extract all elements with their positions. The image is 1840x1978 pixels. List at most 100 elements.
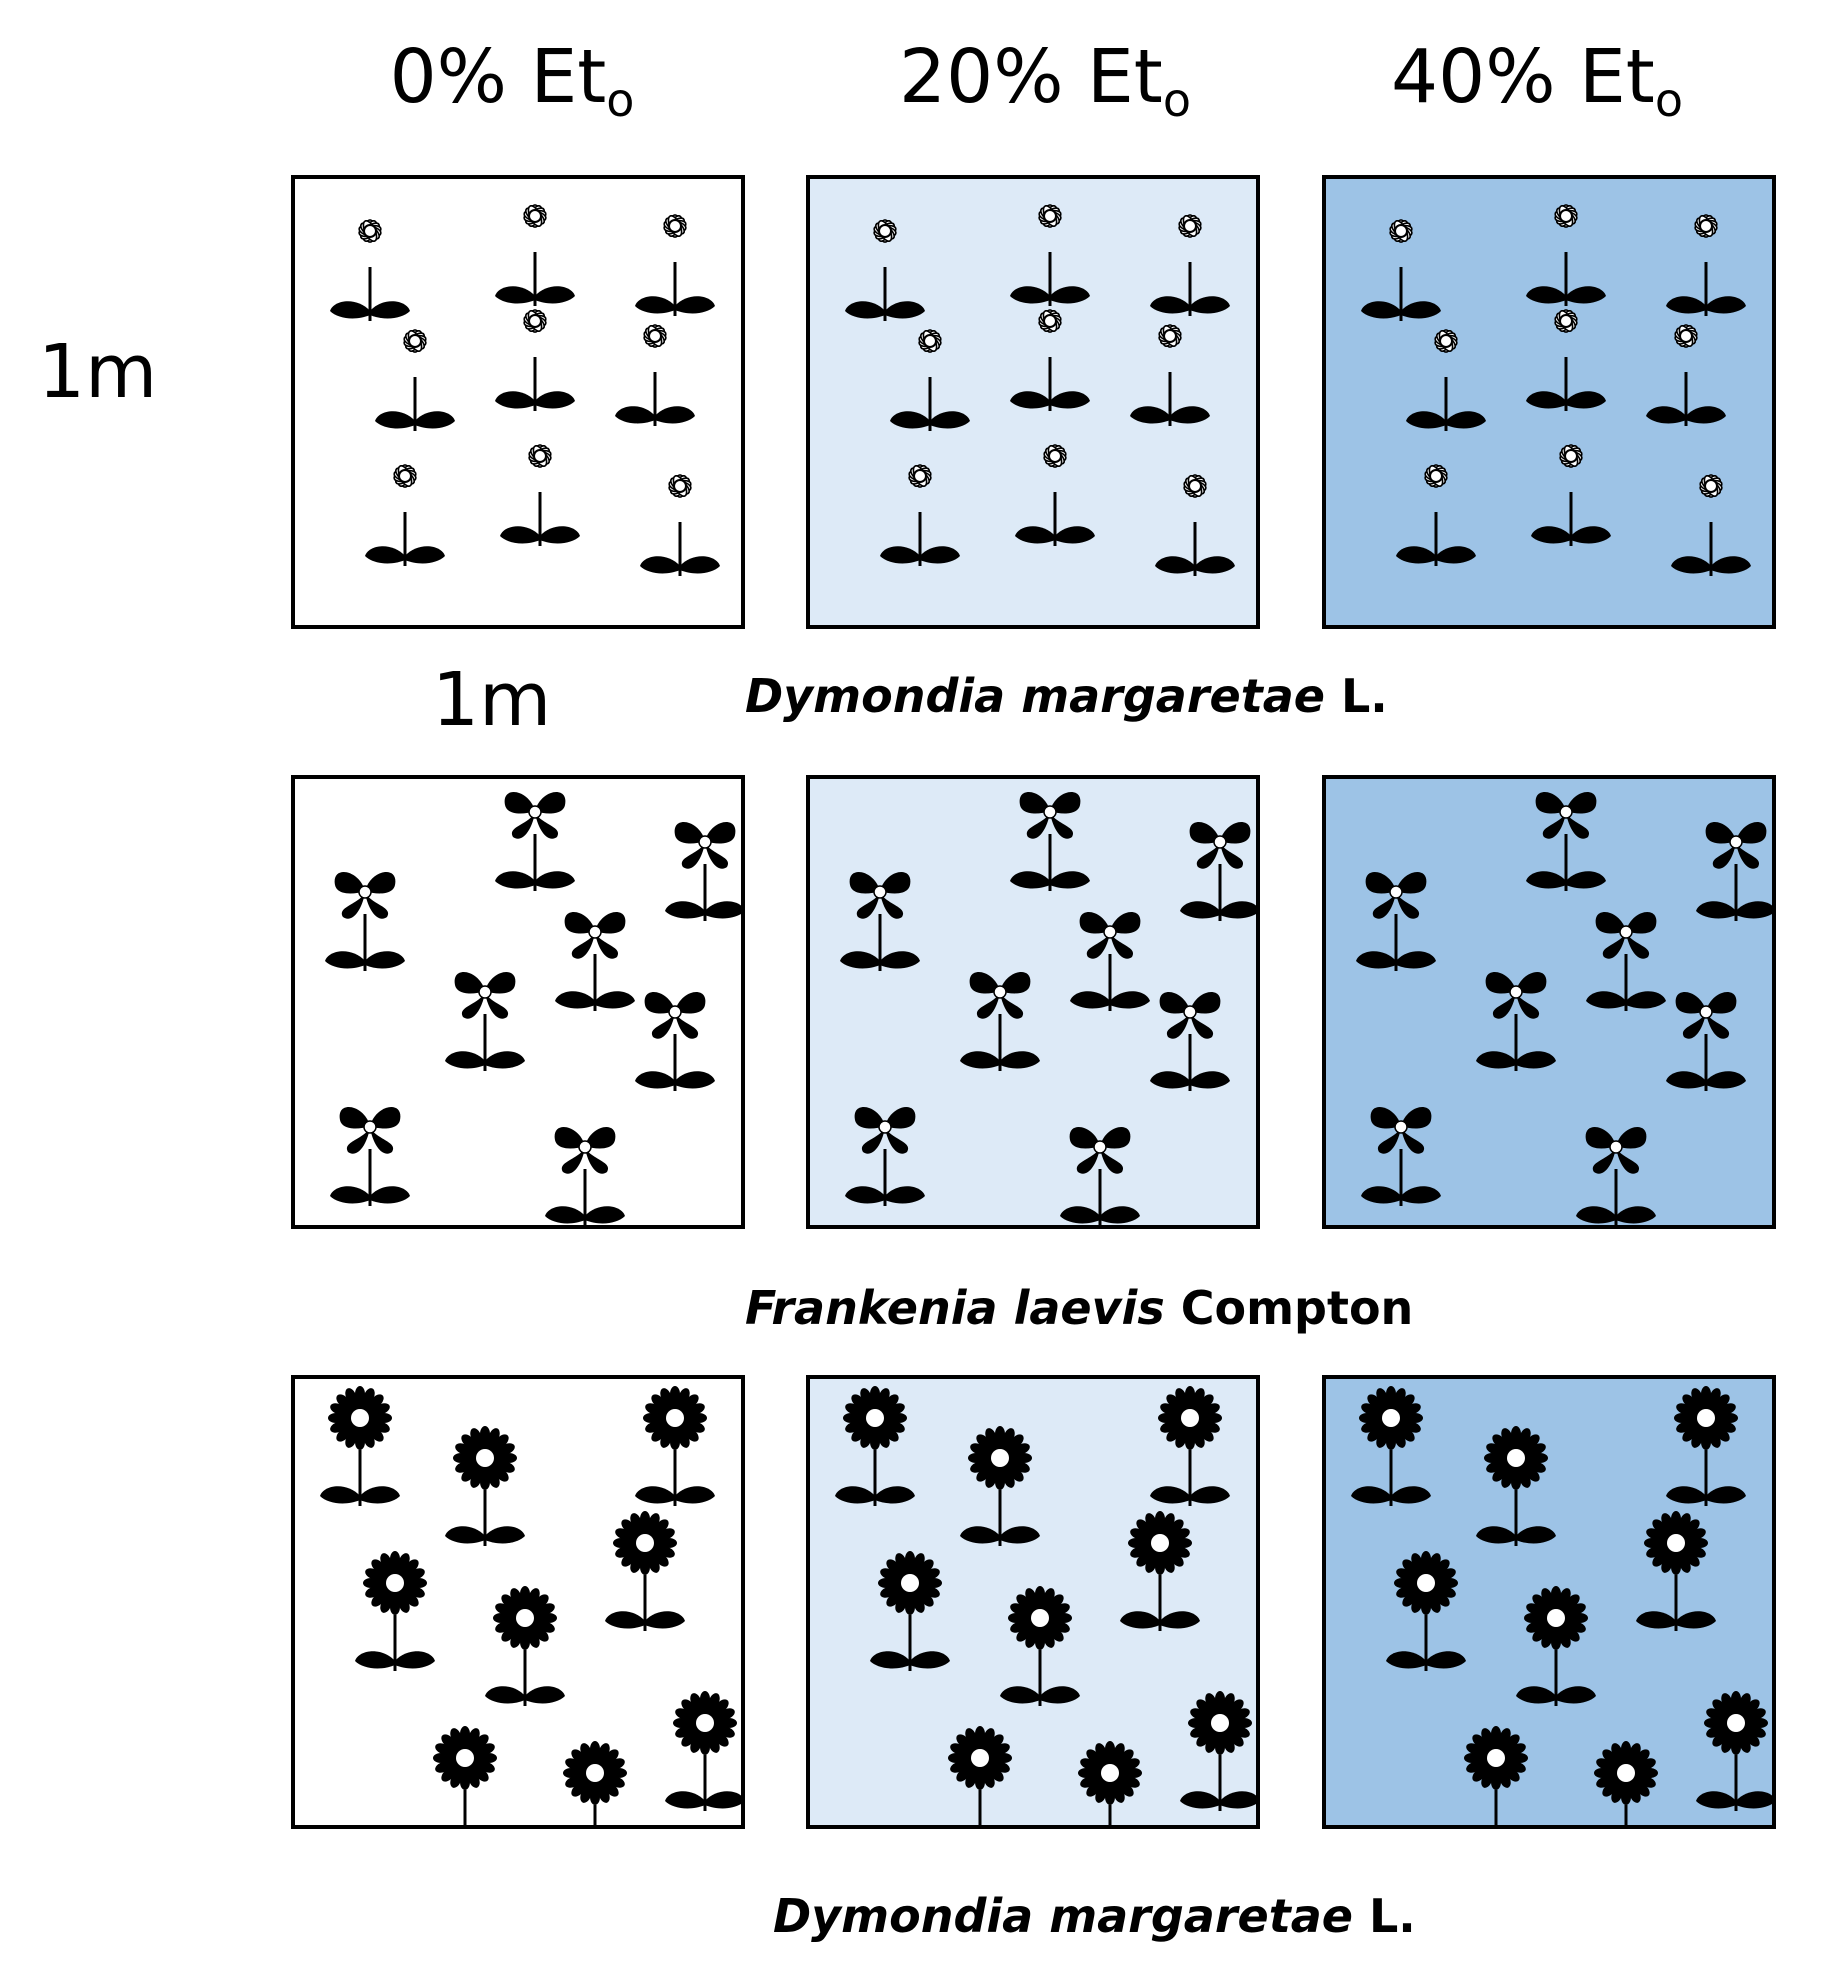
white-daisy-icon [1010,309,1090,411]
butterfly-flower-icon [665,822,741,921]
white-daisy-icon [375,329,455,431]
black-sunflower-icon [1516,1586,1596,1706]
black-sunflower-icon [1696,1691,1772,1811]
butterfly-flower-icon [1666,992,1746,1091]
white-daisy-icon [495,309,575,411]
butterfly-flower-icon [635,992,715,1091]
butterfly-flower-icon [330,1107,410,1206]
column-header-20-eto: 20% Eto [899,34,1191,127]
butterfly-flower-icon [840,872,920,971]
butterfly-flower-icon [1180,822,1256,921]
plot-plants-svg [1361,204,1751,576]
butterfly-flower-icon [445,972,525,1071]
butterfly-flower-icon [555,912,635,1011]
column-header-40-eto: 40% Eto [1391,34,1683,127]
plot-plants-svg [325,792,741,1225]
plot-plants-svg [320,1386,741,1825]
black-sunflower-icon [433,1726,497,1825]
black-sunflower-icon [563,1741,627,1825]
white-daisy-icon [1646,324,1726,426]
black-sunflower-icon [835,1386,915,1506]
white-daisy-icon [1361,219,1441,321]
black-sunflower-icon [1476,1426,1556,1546]
butterfly-flower-icon [1361,1107,1441,1206]
plot-row-3-col-1 [291,1375,745,1829]
white-daisy-icon [495,204,575,306]
white-daisy-icon [1015,444,1095,546]
width-dimension-label: 1m [432,657,552,743]
butterfly-flower-icon [1576,1127,1656,1225]
plot-row-1-col-2 [806,175,1260,629]
butterfly-flower-icon [1070,912,1150,1011]
white-daisy-icon [1531,444,1611,546]
butterfly-flower-icon [1356,872,1436,971]
plot-row-1-col-1 [291,175,745,629]
black-sunflower-icon [1666,1386,1746,1506]
white-daisy-icon [1130,324,1210,426]
plot-plants-svg [835,1386,1256,1825]
black-sunflower-icon [1636,1511,1716,1631]
plot-row-2-col-3 [1322,775,1776,1229]
white-daisy-icon [1155,474,1235,576]
plot-plants-svg [330,204,720,576]
species-label-row-1: Dymondia margaretae L. [745,669,1388,723]
butterfly-flower-icon [1010,792,1090,891]
black-sunflower-icon [1464,1726,1528,1825]
black-sunflower-icon [355,1551,435,1671]
black-sunflower-icon [870,1551,950,1671]
plot-row-3-col-2 [806,1375,1260,1829]
butterfly-flower-icon [1586,912,1666,1011]
black-sunflower-icon [1386,1551,1466,1671]
butterfly-flower-icon [1696,822,1772,921]
butterfly-flower-icon [845,1107,925,1206]
black-sunflower-icon [1120,1511,1200,1631]
white-daisy-icon [1010,204,1090,306]
plot-row-2-col-1 [291,775,745,1229]
black-sunflower-icon [665,1691,741,1811]
white-daisy-icon [1671,474,1751,576]
black-sunflower-icon [1180,1691,1256,1811]
white-daisy-icon [1526,204,1606,306]
plot-row-2-col-2 [806,775,1260,1229]
black-sunflower-icon [948,1726,1012,1825]
black-sunflower-icon [1078,1741,1142,1825]
butterfly-flower-icon [495,792,575,891]
black-sunflower-icon [445,1426,525,1546]
black-sunflower-icon [1351,1386,1431,1506]
white-daisy-icon [1150,214,1230,316]
species-label-row-3: Dymondia margaretae L. [773,1889,1416,1943]
plot-plants-svg [845,204,1235,576]
white-daisy-icon [1406,329,1486,431]
white-daisy-icon [880,464,960,566]
plot-row-3-col-3 [1322,1375,1776,1829]
white-daisy-icon [1666,214,1746,316]
black-sunflower-icon [1000,1586,1080,1706]
butterfly-flower-icon [1526,792,1606,891]
butterfly-flower-icon [1150,992,1230,1091]
black-sunflower-icon [635,1386,715,1506]
white-daisy-icon [615,324,695,426]
height-dimension-label: 1m [38,329,158,415]
white-daisy-icon [1396,464,1476,566]
butterfly-flower-icon [1060,1127,1140,1225]
white-daisy-icon [365,464,445,566]
white-daisy-icon [1526,309,1606,411]
white-daisy-icon [890,329,970,431]
black-sunflower-icon [960,1426,1040,1546]
white-daisy-icon [635,214,715,316]
plot-row-1-col-3 [1322,175,1776,629]
black-sunflower-icon [485,1586,565,1706]
black-sunflower-icon [1594,1741,1658,1825]
white-daisy-icon [640,474,720,576]
butterfly-flower-icon [325,872,405,971]
white-daisy-icon [500,444,580,546]
white-daisy-icon [845,219,925,321]
black-sunflower-icon [605,1511,685,1631]
black-sunflower-icon [320,1386,400,1506]
butterfly-flower-icon [545,1127,625,1225]
species-label-row-2: Frankenia laevis Compton [745,1281,1414,1335]
butterfly-flower-icon [1476,972,1556,1071]
white-daisy-icon [330,219,410,321]
plot-plants-svg [1351,1386,1772,1825]
butterfly-flower-icon [960,972,1040,1071]
